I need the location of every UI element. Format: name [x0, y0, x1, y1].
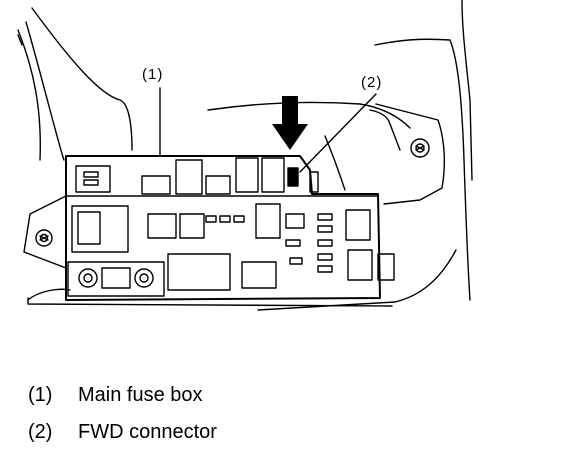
left-mounting-bracket: [23, 195, 67, 269]
callout-label-1: (1): [142, 66, 164, 83]
vehicle-body-outline: [17, 0, 473, 311]
legend-label: FWD connector: [78, 421, 217, 443]
legend-number: (2): [28, 421, 53, 443]
down-arrow-icon: [272, 96, 308, 150]
legend-item-fwd-connector: (2) FWD connector: [28, 421, 217, 444]
main-fuse-box: [65, 155, 395, 301]
legend-number: (1): [28, 384, 53, 406]
legend-item-main-fuse-box: (1) Main fuse box: [28, 384, 203, 407]
leader-line-2: [299, 93, 377, 173]
callout-label-2: (2): [361, 74, 383, 91]
right-mounting-bracket: [375, 103, 445, 205]
legend-label: Main fuse box: [78, 384, 203, 406]
